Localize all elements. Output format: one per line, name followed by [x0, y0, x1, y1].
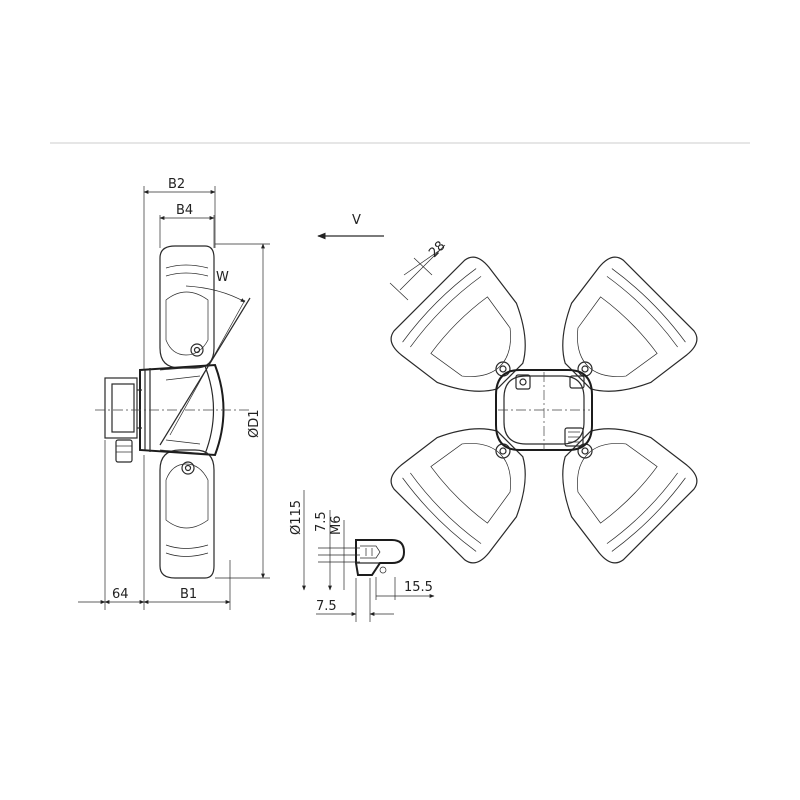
front-hub — [495, 369, 593, 451]
dim-b4-label: B4 — [176, 203, 193, 218]
front-blade-upper-left — [390, 256, 526, 392]
thread-m6-label: M6 — [329, 516, 344, 536]
front-blade-lower-right — [562, 428, 698, 564]
dim-b1-label: B1 — [180, 587, 197, 602]
view-direction-arrow: V — [317, 213, 384, 240]
dim-b2-label: B2 — [168, 177, 185, 192]
dim-7-5-horizontal-label: 7.5 — [316, 599, 337, 614]
angle-w-label: W — [216, 270, 229, 285]
mounting-detail: Ø115 7.5 M6 15.5 7.5 — [289, 490, 435, 622]
dim-d115-label: Ø115 — [289, 500, 304, 535]
upper-blade — [159, 245, 215, 369]
front-view: 28 — [389, 239, 698, 564]
terminal-box — [104, 377, 142, 463]
dim-64-label: 64 — [112, 587, 129, 602]
side-view: B2 B4 W ØD1 64 B1 — [78, 177, 270, 610]
dim-15-5-label: 15.5 — [404, 580, 433, 595]
front-blade-upper-right — [562, 256, 698, 392]
dim-7-5-vertical-label: 7.5 — [314, 511, 329, 532]
blade-set — [390, 256, 698, 564]
view-v-label: V — [352, 213, 361, 228]
front-blade-lower-left — [390, 428, 526, 564]
dim-d1-label: ØD1 — [247, 409, 262, 438]
lower-blade — [159, 449, 215, 579]
